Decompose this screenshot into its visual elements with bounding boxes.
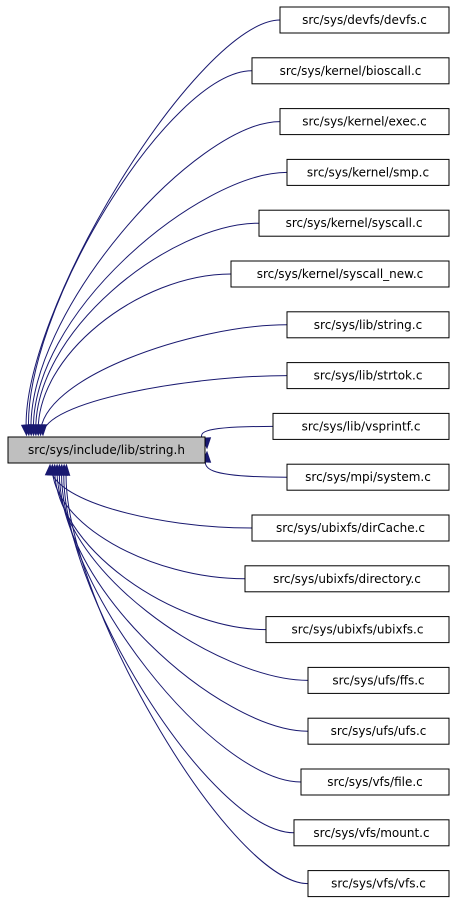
target-node-label: src/sys/vfs/mount.c (313, 826, 429, 840)
edge-src-sys-kernel-smp-c (33, 171, 288, 436)
target-node-box (265, 616, 450, 644)
target-node-label: src/sys/kernel/syscall.c (286, 216, 423, 230)
target-node-box (230, 260, 450, 288)
node-src-sys-kernel-exec-c[interactable]: src/sys/kernel/exec.c (279, 108, 450, 136)
source-node-label: src/sys/include/lib/string.h (28, 443, 185, 457)
target-node-box (251, 514, 450, 542)
arrowhead-src-sys-vfs-vfs-c (60, 463, 71, 476)
node-src-sys-ubixfs-directory-c[interactable]: src/sys/ubixfs/directory.c (244, 565, 450, 593)
node-src-sys-ubixfs-ubixfs-c[interactable]: src/sys/ubixfs/ubixfs.c (265, 616, 450, 644)
target-node-label: src/sys/ufs/ufs.c (331, 724, 427, 738)
node-source-string-h[interactable]: src/sys/include/lib/string.h (7, 436, 206, 464)
target-node-label: src/sys/lib/string.c (314, 318, 422, 332)
edge-src-sys-ubixfs-dircache-c (49, 464, 253, 529)
target-node-box (251, 57, 450, 85)
source-node-box (7, 436, 206, 464)
target-node-label: src/sys/ufs/ffs.c (332, 673, 424, 687)
graph-nodes: src/sys/devfs/devfs.c src/sys/kernel/bios… (7, 6, 450, 898)
target-node-box (244, 565, 450, 593)
target-node-box (258, 209, 450, 237)
node-src-sys-lib-vsprintf-c[interactable]: src/sys/lib/vsprintf.c (272, 412, 450, 440)
edge-src-sys-lib-vsprintf-c (201, 425, 274, 449)
node-src-sys-kernel-smp-c[interactable]: src/sys/kernel/smp.c (286, 158, 450, 186)
node-src-sys-vfs-file-c[interactable]: src/sys/vfs/file.c (300, 768, 450, 796)
target-node-box (286, 463, 450, 491)
target-node-box (307, 717, 450, 745)
node-src-sys-devfs-devfs-c[interactable]: src/sys/devfs/devfs.c (279, 6, 450, 34)
graph-edges (20, 19, 309, 885)
target-node-label: src/sys/mpi/system.c (305, 470, 431, 484)
target-node-box (307, 870, 450, 898)
target-node-box (286, 158, 450, 186)
node-src-sys-vfs-mount-c[interactable]: src/sys/vfs/mount.c (293, 819, 450, 847)
target-node-box (293, 819, 450, 847)
target-node-label: src/sys/devfs/devfs.c (302, 13, 427, 27)
target-node-label: src/sys/ubixfs/dirCache.c (276, 521, 425, 535)
target-node-label: src/sys/ubixfs/directory.c (273, 572, 421, 586)
node-src-sys-mpi-system-c[interactable]: src/sys/mpi/system.c (286, 463, 450, 491)
node-src-sys-ubixfs-dircache-c[interactable]: src/sys/ubixfs/dirCache.c (251, 514, 450, 542)
node-src-sys-ufs-ufs-c[interactable]: src/sys/ufs/ufs.c (307, 717, 450, 745)
target-node-label: src/sys/vfs/vfs.c (331, 877, 426, 891)
target-node-label: src/sys/kernel/syscall_new.c (257, 267, 424, 281)
target-node-box (307, 666, 450, 694)
edge-src-sys-kernel-exec-c (30, 121, 281, 436)
target-node-label: src/sys/vfs/file.c (327, 775, 423, 789)
node-src-sys-vfs-vfs-c[interactable]: src/sys/vfs/vfs.c (307, 870, 450, 898)
edge-src-sys-kernel-bioscall-c (28, 70, 253, 436)
node-src-sys-kernel-syscall-new-c[interactable]: src/sys/kernel/syscall_new.c (230, 260, 450, 288)
edge-src-sys-kernel-syscall-new-c (37, 273, 232, 436)
target-node-label: src/sys/kernel/bioscall.c (280, 64, 422, 78)
edge-src-sys-ufs-ufs-c (58, 464, 309, 732)
edge-src-sys-lib-strtok-c (42, 375, 288, 436)
node-src-sys-kernel-bioscall-c[interactable]: src/sys/kernel/bioscall.c (251, 57, 450, 85)
node-src-sys-kernel-syscall-c[interactable]: src/sys/kernel/syscall.c (258, 209, 450, 237)
target-node-box (279, 6, 450, 34)
edge-src-sys-mpi-system-c (204, 451, 288, 478)
target-node-box (300, 768, 450, 796)
edge-src-sys-ubixfs-ubixfs-c (54, 464, 267, 631)
edge-src-sys-devfs-devfs-c (25, 19, 281, 436)
target-node-label: src/sys/kernel/smp.c (307, 165, 429, 179)
edge-src-sys-lib-string-c (40, 324, 288, 436)
target-node-label: src/sys/kernel/exec.c (302, 115, 427, 129)
node-src-sys-lib-strtok-c[interactable]: src/sys/lib/strtok.c (286, 362, 450, 390)
edge-src-sys-vfs-mount-c (63, 464, 295, 834)
target-node-label: src/sys/ubixfs/ubixfs.c (292, 623, 424, 637)
node-src-sys-ufs-ffs-c[interactable]: src/sys/ufs/ffs.c (307, 666, 450, 694)
edge-src-sys-vfs-vfs-c (65, 464, 309, 885)
target-node-label: src/sys/lib/vsprintf.c (302, 419, 421, 433)
edge-src-sys-kernel-syscall-c (35, 222, 260, 436)
node-src-sys-lib-string-c[interactable]: src/sys/lib/string.c (286, 311, 450, 339)
target-node-label: src/sys/lib/strtok.c (314, 369, 423, 383)
edge-src-sys-vfs-file-c (61, 464, 302, 783)
target-node-box (286, 362, 450, 390)
target-node-box (286, 311, 450, 339)
target-node-box (279, 108, 450, 136)
target-node-box (272, 412, 450, 440)
arrowhead-src-sys-lib-strtok-c (37, 424, 48, 437)
